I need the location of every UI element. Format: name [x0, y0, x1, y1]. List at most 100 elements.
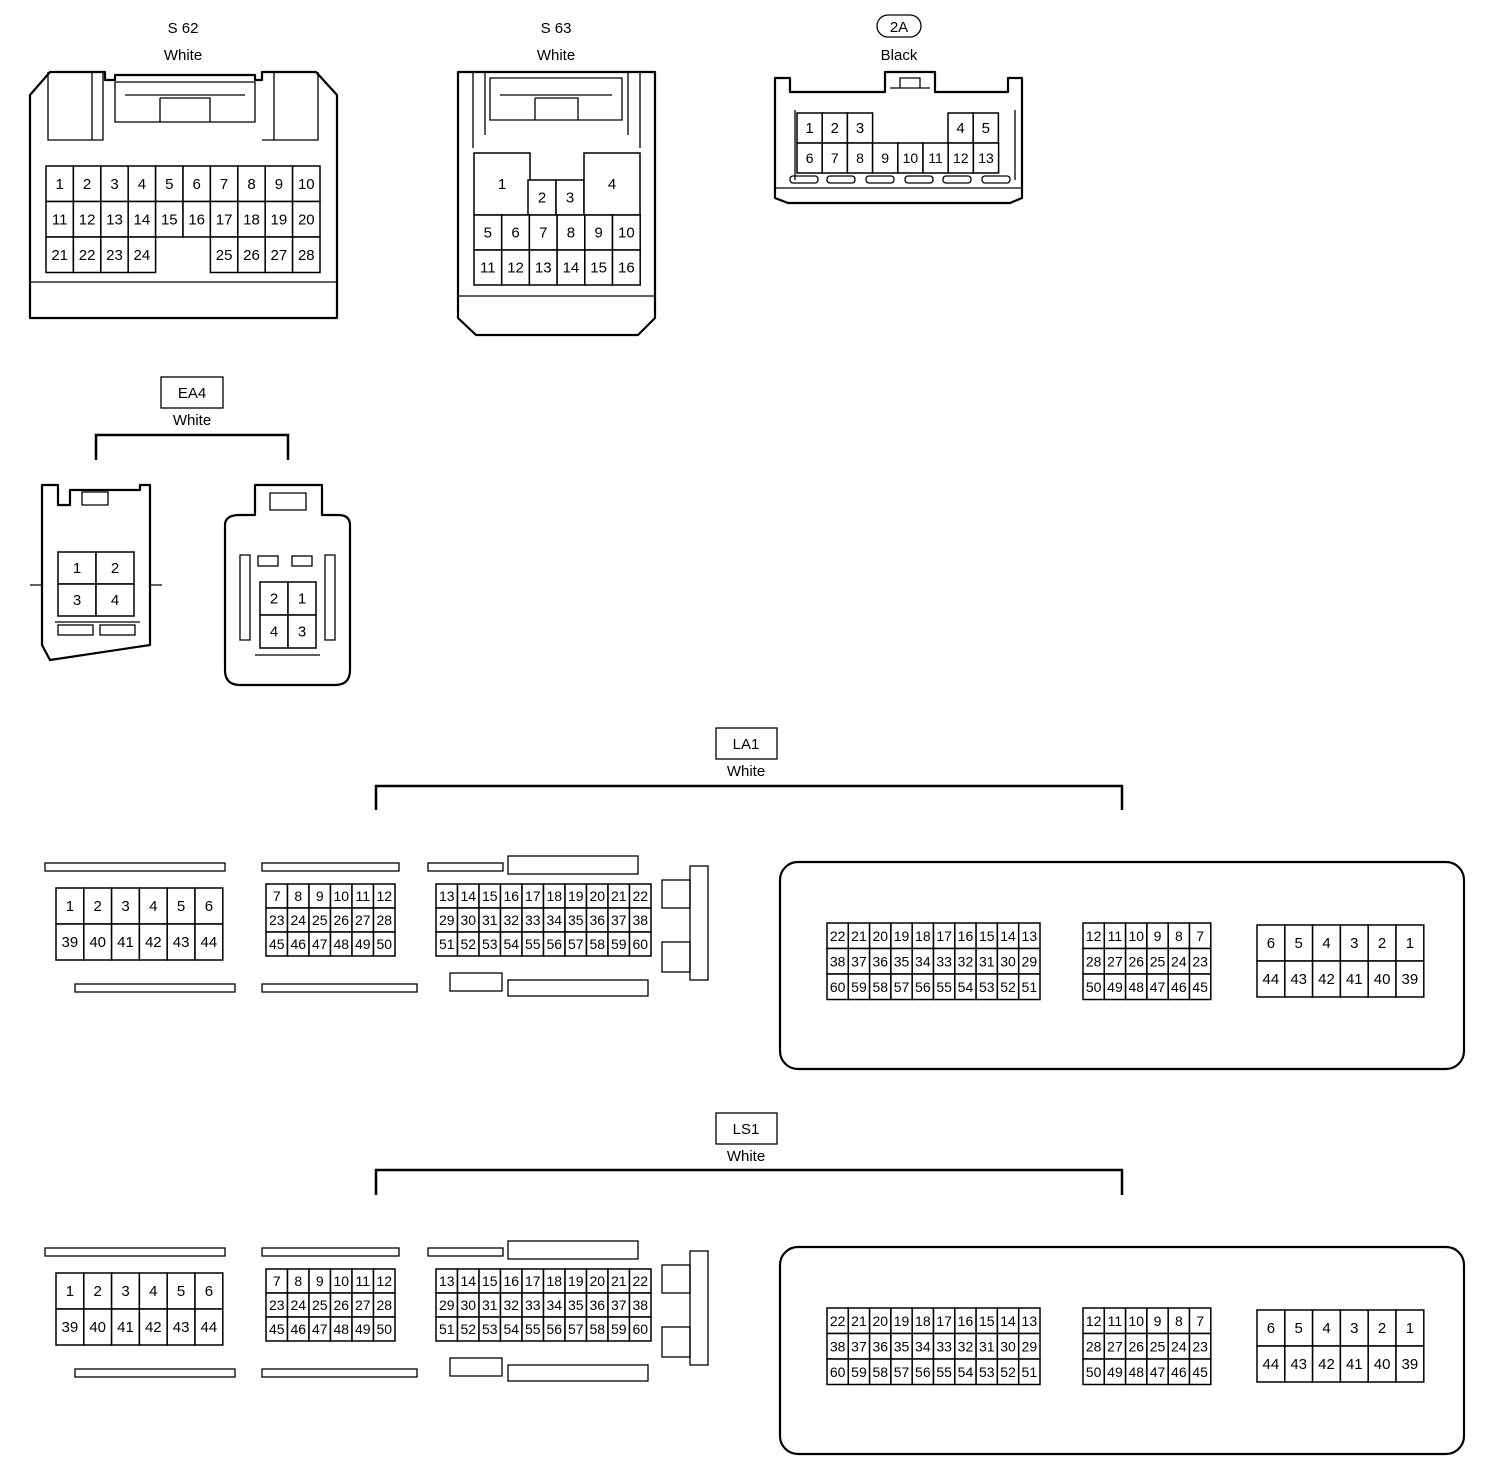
connector-ls1-plug-pin-59: 59: [607, 1316, 631, 1342]
svg-text:25: 25: [1150, 1338, 1166, 1354]
connector-ls1-plug-pin-27: 27: [351, 1292, 375, 1318]
connector-la1-jack-pin-18: 18: [911, 922, 935, 950]
svg-text:40: 40: [89, 934, 106, 951]
svg-text:17: 17: [216, 211, 233, 228]
connector-la1-plug-pin-57: 57: [564, 931, 588, 957]
connector-la1-plug-pin-10: 10: [329, 883, 353, 909]
svg-text:7: 7: [273, 888, 281, 904]
svg-text:22: 22: [830, 928, 846, 944]
svg-text:9: 9: [881, 150, 889, 166]
svg-text:7: 7: [831, 150, 839, 166]
svg-text:24: 24: [1171, 953, 1187, 969]
connector-la1-plug-pin-28: 28: [372, 907, 396, 933]
connector-s63-pin-3: 3: [555, 179, 585, 216]
connector-la1-jack-pin-3: 3: [1339, 924, 1369, 962]
connector-ls1-code: LS1: [733, 1121, 760, 1138]
connector-la1-plug-pin-58: 58: [585, 931, 609, 957]
connector-ls1-plug-pin-12: 12: [372, 1268, 396, 1294]
connector-ls1-jack-pin-58: 58: [868, 1358, 892, 1386]
svg-text:27: 27: [355, 912, 371, 928]
connector-la1-plug-pin-53: 53: [478, 931, 502, 957]
connector-ls1-plug-pin-33: 33: [521, 1292, 545, 1318]
svg-text:31: 31: [979, 1338, 995, 1354]
connector-la1-jack-pin-35: 35: [890, 947, 913, 975]
connector-ls1-jack-pin-27: 27: [1103, 1332, 1127, 1360]
svg-text:28: 28: [298, 247, 315, 264]
svg-text:41: 41: [117, 934, 134, 951]
connector-s63-pin-14: 14: [556, 249, 586, 286]
connector-ea4-color: White: [173, 412, 211, 429]
svg-text:56: 56: [915, 1364, 931, 1380]
connector-ls1-color: White: [727, 1148, 765, 1165]
svg-text:4: 4: [1322, 1320, 1330, 1337]
connector-s62-pin-21: 21: [45, 236, 75, 274]
connector-la1-plug-pin-27: 27: [351, 907, 375, 933]
svg-text:8: 8: [856, 150, 864, 166]
svg-text:48: 48: [333, 1321, 349, 1337]
connector-la1-jack-pin-57: 57: [890, 973, 913, 1001]
svg-text:34: 34: [915, 953, 931, 969]
svg-text:13: 13: [106, 211, 123, 228]
svg-text:41: 41: [1346, 1356, 1363, 1373]
connector-s63-housing: [456, 70, 657, 337]
connector-ls1-plug-pin-52: 52: [456, 1316, 480, 1342]
connector-la1-plug-pin-22: 22: [628, 883, 652, 909]
connector-s63-pin-12: 12: [500, 249, 531, 286]
svg-text:12: 12: [507, 260, 524, 277]
svg-text:60: 60: [830, 1364, 846, 1380]
svg-text:13: 13: [978, 150, 994, 166]
connector-la1-plug-pin-1: 1: [55, 887, 85, 925]
connector-ls1-jack-pin-29: 29: [1017, 1332, 1041, 1360]
connector-ls1-plug-pin-38: 38: [628, 1292, 652, 1318]
connector-ls1-jack-pin-4: 4: [1311, 1309, 1342, 1347]
svg-text:47: 47: [1150, 979, 1166, 995]
svg-text:11: 11: [1108, 928, 1123, 944]
connector-ls1-jack-pin-60: 60: [826, 1358, 850, 1386]
svg-text:2: 2: [83, 176, 91, 193]
svg-text:29: 29: [439, 912, 455, 928]
svg-text:46: 46: [290, 936, 306, 952]
connector-ls1-jack-pin-5: 5: [1284, 1309, 1314, 1347]
connector-la1-plug-pin-31: 31: [478, 907, 502, 933]
svg-text:1: 1: [56, 176, 64, 193]
svg-text:21: 21: [611, 1273, 627, 1289]
svg-text:10: 10: [298, 176, 315, 193]
svg-text:49: 49: [355, 936, 371, 952]
connector-ls1-jack-pin-17: 17: [932, 1307, 956, 1335]
connector-ea4-female-pin-1: 1: [57, 551, 97, 585]
connector-ls1-plug-pin-15: 15: [478, 1268, 502, 1294]
svg-text:6: 6: [205, 1283, 213, 1300]
svg-text:16: 16: [188, 211, 205, 228]
svg-text:40: 40: [89, 1319, 106, 1336]
svg-text:11: 11: [928, 150, 943, 166]
connector-ls1-plug-pin-23: 23: [265, 1292, 289, 1318]
svg-text:7: 7: [273, 1273, 281, 1289]
connector-ls1-jack-pin-28: 28: [1082, 1332, 1106, 1360]
svg-text:3: 3: [856, 120, 864, 137]
svg-text:53: 53: [979, 979, 995, 995]
connector-ls1-jack-pin-8: 8: [1167, 1307, 1191, 1335]
connector-s63-pin-15: 15: [584, 249, 614, 286]
connector-la1-plug-pin-5: 5: [166, 887, 196, 925]
connector-ls1-jack-pin-46: 46: [1167, 1358, 1191, 1386]
svg-text:24: 24: [290, 912, 306, 928]
svg-text:5: 5: [165, 176, 173, 193]
svg-text:20: 20: [872, 1313, 888, 1329]
connector-ls1-plug-pin-11: 11: [351, 1268, 375, 1294]
svg-text:59: 59: [611, 936, 627, 952]
svg-text:24: 24: [290, 1297, 306, 1313]
svg-text:11: 11: [1108, 1313, 1123, 1329]
connector-la1-color: White: [727, 763, 765, 780]
connector-ls1-jack-pin-13: 13: [1017, 1307, 1041, 1335]
connector-la1-plug-pin-44: 44: [194, 923, 224, 961]
svg-text:8: 8: [1175, 1313, 1183, 1329]
svg-text:51: 51: [1022, 1364, 1038, 1380]
svg-text:10: 10: [903, 150, 919, 166]
connector-la1-jack-pin-59: 59: [847, 973, 871, 1001]
svg-text:2: 2: [111, 560, 119, 577]
svg-text:1: 1: [66, 1283, 74, 1300]
svg-text:39: 39: [62, 934, 79, 951]
connector-la1-plug-pin-9: 9: [308, 883, 332, 909]
svg-text:9: 9: [316, 888, 324, 904]
